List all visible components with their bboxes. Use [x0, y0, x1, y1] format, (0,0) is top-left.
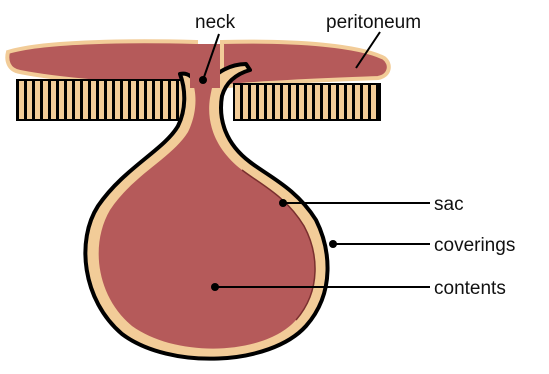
neck-dot — [199, 76, 207, 84]
neck-label: neck — [195, 12, 236, 33]
muscle-layer-right — [234, 84, 380, 120]
muscle-layer-left — [17, 80, 185, 120]
coverings-dot — [329, 240, 337, 248]
contents-dot — [211, 283, 219, 291]
peritoneum-label: peritoneum — [326, 12, 421, 33]
sac-label: sac — [434, 194, 464, 215]
sac-dot — [279, 199, 287, 207]
coverings-label: coverings — [434, 235, 515, 256]
contents-label: contents — [434, 278, 506, 299]
